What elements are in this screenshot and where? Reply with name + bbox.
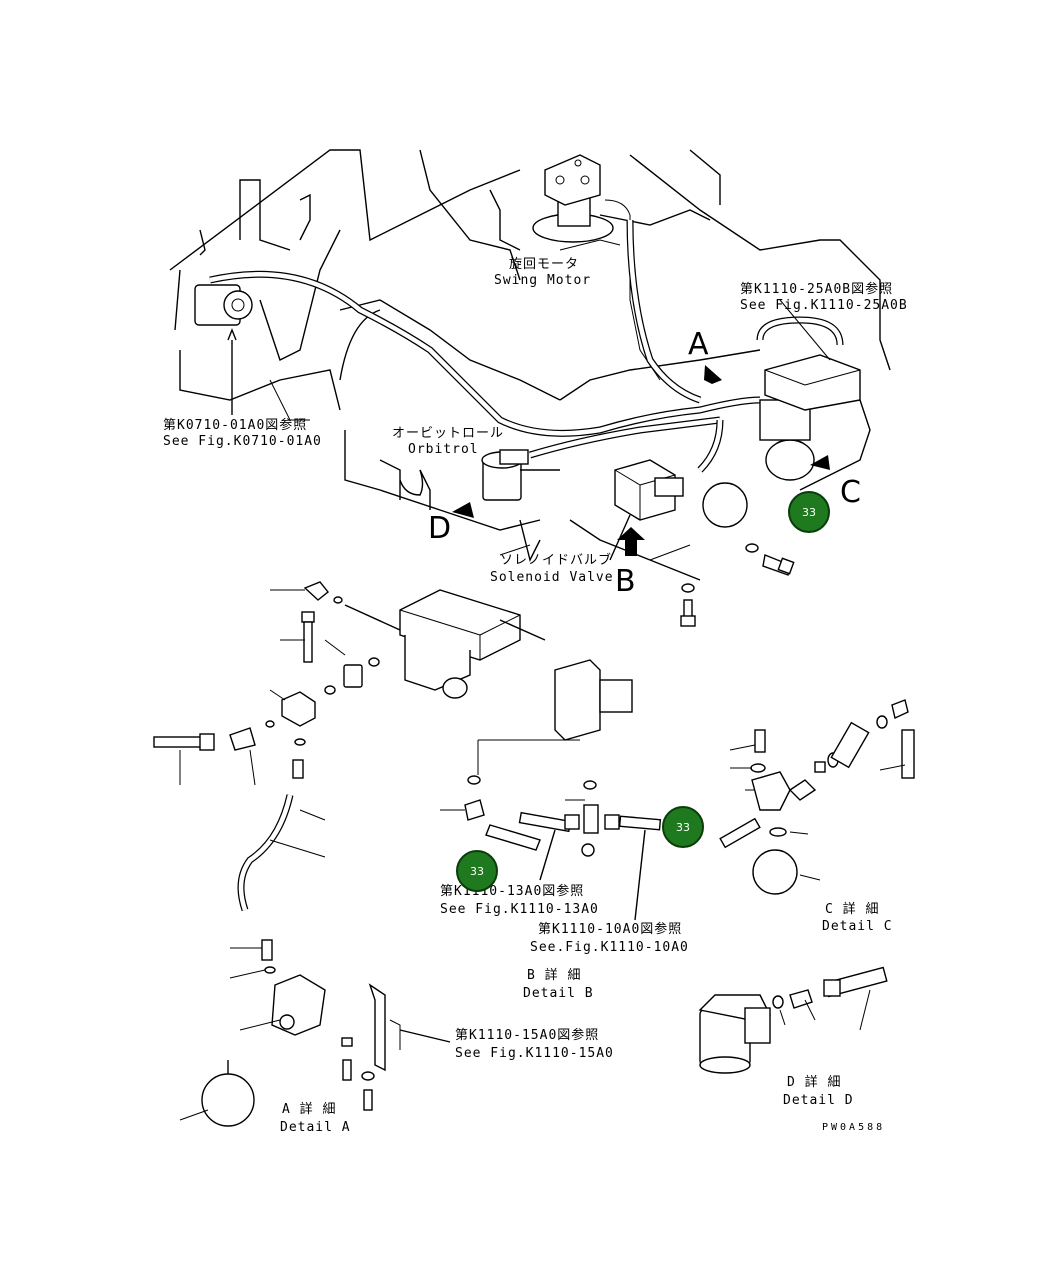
hoses (209, 219, 844, 912)
orbitrol-label-en: Orbitrol (408, 442, 479, 457)
detail-b-parts (153, 581, 915, 1127)
bolts (680, 543, 795, 627)
ref-k0710-en: See Fig.K0710-01A0 (163, 434, 322, 449)
swing-motor-label-jp: 旋回モータ (509, 257, 580, 272)
ref-k0710-jp: 第K0710-01A0図参照 (163, 418, 308, 433)
swing-motor (532, 154, 661, 381)
solenoid-label-en: Solenoid Valve (490, 570, 614, 585)
ref-15a0-jp: 第K1110-15A0図参照 (455, 1028, 600, 1043)
view-letter-c: C (840, 475, 861, 510)
ref-13a0-en: See Fig.K1110-13A0 (440, 902, 599, 917)
callout-badge-33-middle[interactable]: 33 (662, 806, 704, 848)
detail-a-title-jp: A 詳 細 (282, 1102, 337, 1117)
view-letter-a: A (688, 327, 709, 362)
ref-25a0b-en: See Fig.K1110-25A0B (740, 298, 908, 313)
detail-a-title-en: Detail A (280, 1120, 351, 1135)
accumulator (702, 354, 861, 528)
view-letter-d: D (428, 511, 452, 546)
detail-c-title-en: Detail C (822, 919, 893, 934)
swing-motor-label-en: Swing Motor (494, 273, 592, 288)
detail-c-title-jp: C 詳 細 (825, 902, 880, 917)
ref-25a0b-jp: 第K1110-25A0B図参照 (740, 282, 894, 297)
main-frame (169, 149, 891, 581)
solenoid-valve (609, 459, 684, 561)
ref-10a0-en: See.Fig.K1110-10A0 (530, 940, 689, 955)
orbitrol-label-jp: オービットロール (392, 426, 505, 441)
leader-lines (179, 299, 906, 1121)
drawing-code: PW0A588 (822, 1122, 886, 1133)
callout-badge-33-lower[interactable]: 33 (456, 850, 498, 892)
detail-d-title-en: Detail D (783, 1093, 854, 1108)
view-letter-b: B (615, 564, 636, 599)
solenoid-label-jp: ソレノイドバルブ (500, 553, 613, 568)
main-pump (194, 284, 253, 415)
callout-badge-33-upper[interactable]: 33 (788, 491, 830, 533)
view-arrows (452, 365, 830, 556)
detail-b-title-jp: B 詳 細 (527, 968, 582, 983)
detail-d-title-jp: D 詳 細 (787, 1075, 842, 1090)
detail-b-title-en: Detail B (523, 986, 594, 1001)
orbitrol (481, 449, 560, 501)
ref-15a0-en: See Fig.K1110-15A0 (455, 1046, 614, 1061)
ref-10a0-jp: 第K1110-10A0図参照 (538, 922, 683, 937)
ref-13a0-jp: 第K1110-13A0図参照 (440, 884, 585, 899)
